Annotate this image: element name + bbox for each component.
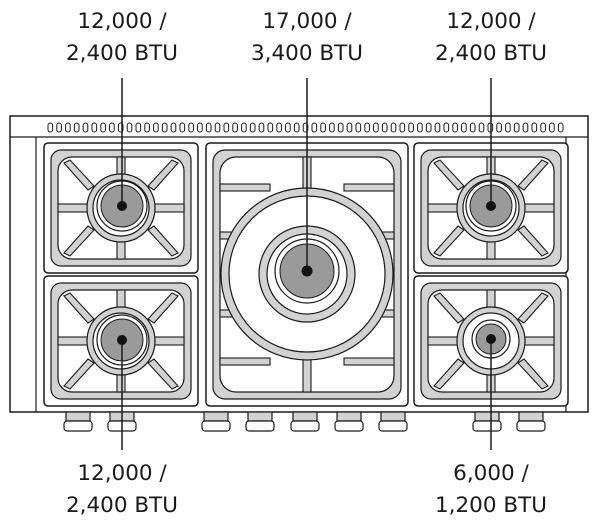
label-front-left: 12,000 /2,400 BTU bbox=[65, 461, 178, 518]
knob bbox=[201, 411, 231, 432]
knob bbox=[516, 411, 546, 432]
knob bbox=[378, 411, 408, 432]
control-knobs bbox=[63, 411, 546, 432]
label-rear-right: 12,000 /2,400 BTU bbox=[434, 9, 547, 66]
label-rear-left: 12,000 /2,400 BTU bbox=[65, 9, 178, 66]
knob bbox=[290, 411, 320, 432]
knob bbox=[334, 411, 364, 432]
burner-center-dots bbox=[117, 201, 496, 345]
knob bbox=[472, 411, 502, 432]
knob bbox=[63, 411, 93, 432]
label-front-right: 6,000 /1,200 BTU bbox=[434, 461, 547, 518]
leader-lines bbox=[121, 78, 492, 450]
knob bbox=[245, 411, 275, 432]
vent-slots bbox=[47, 122, 564, 133]
label-center: 17,000 /3,400 BTU bbox=[250, 9, 363, 66]
